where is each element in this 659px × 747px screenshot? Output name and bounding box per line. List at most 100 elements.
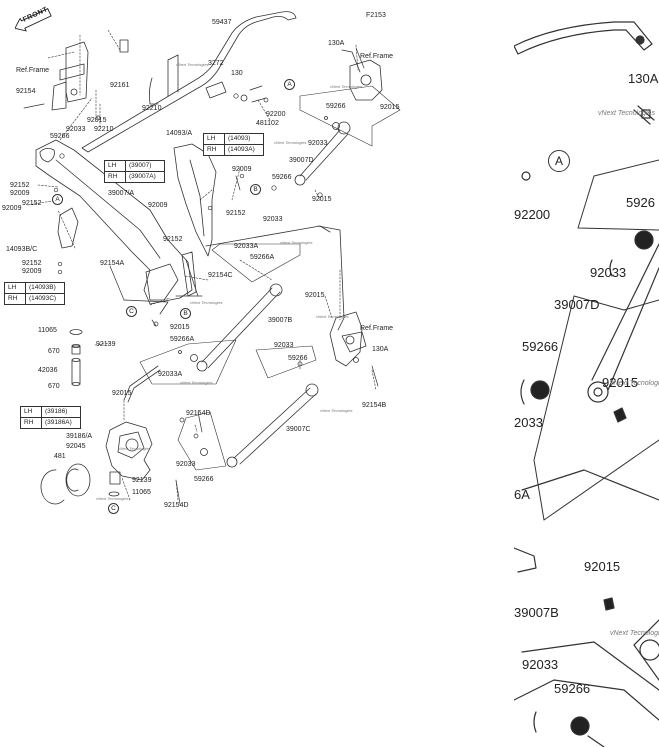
table-14093b-r2-c2: (14093C)	[25, 293, 65, 305]
callout-39007d: 39007D	[289, 157, 314, 164]
ref-marker-b-1: B	[250, 184, 261, 195]
zoom-callout-92033-b: 2033	[514, 415, 543, 430]
callout-92009-e: 92009	[22, 268, 42, 275]
callout-ref-frame-right: Ref.Frame	[360, 325, 394, 332]
watermark-2: vNext Tecnologies	[330, 84, 363, 89]
callout-92210-b: 92210	[94, 126, 114, 133]
rod-39007d	[294, 85, 401, 186]
callout-59266a-top: 59266A	[250, 254, 275, 261]
watermark-1: vNext Tecnologies	[176, 62, 209, 67]
callout-11065-a: 11065	[38, 327, 57, 334]
table-14093-r1-c1: LH	[203, 133, 225, 145]
callout-59266-c: 59266	[272, 174, 292, 181]
zoom-watermark-3: vNext Tecnologies	[610, 630, 659, 637]
small-parts	[53, 93, 323, 439]
table-14093-r1-c2: (14093)	[224, 133, 264, 145]
ref-marker-b-2: B	[180, 308, 191, 319]
callout-92139-b: 92139	[132, 477, 152, 484]
upper-right-mount	[341, 49, 383, 101]
callout-92033a-mid: 92033A	[158, 371, 183, 378]
callout-92033a-top: 92033A	[234, 243, 259, 250]
table-39007-r2-c2: (39007A)	[125, 171, 165, 183]
table-14093: LH(14093) RH(14093A)	[203, 133, 264, 156]
zoom-callout-92015-b: 92015	[584, 559, 621, 574]
zoom-callout-92033-c: 92033	[522, 657, 559, 672]
callout-92015-b: 92015	[312, 196, 332, 203]
table-39007-r2-c1: RH	[104, 171, 126, 183]
callout-11065-b: 11065	[132, 489, 151, 496]
callout-59437: 59437	[212, 19, 232, 26]
table-39186-r2-c1: RH	[20, 417, 42, 429]
callout-3272: 3272	[208, 60, 224, 67]
stabilizer-brackets	[51, 41, 267, 111]
zoom-callout-59266-c: 59266	[554, 681, 591, 696]
callout-92154b: 92154B	[362, 402, 387, 409]
callout-92009-b: 92009	[10, 190, 30, 197]
callout-39007c: 39007C	[286, 426, 311, 433]
callout-39007b: 39007B	[268, 317, 293, 324]
callout-39186a: 39186/A	[66, 433, 93, 440]
zoom-callout-130a: 130A	[628, 71, 659, 86]
zoom-watermark-1: vNext Tecnologies	[598, 110, 655, 117]
callout-130a-top: 130A	[328, 40, 345, 47]
stabilizer-bar	[81, 11, 297, 153]
callout-14093bc: 14093B/C	[6, 246, 38, 253]
callout-92154d-a: 92154D	[186, 410, 211, 417]
watermark-3: vNext Tecnologies	[274, 140, 307, 145]
watermark-4: vNext Tecnologies	[190, 300, 223, 305]
callout-670-b: 670	[48, 383, 60, 390]
zoom-ref-marker-a: A	[548, 150, 570, 172]
zoom-linework	[514, 21, 659, 747]
watermark-9: vNext Tecnologies	[320, 408, 353, 413]
callout-92015-e: 92015	[112, 390, 132, 397]
callout-92152-e: 92152	[22, 260, 42, 267]
zoom-watermark-2: vNext Tecnologies	[610, 380, 659, 387]
table-39007-r1-c2: (39007)	[125, 160, 165, 172]
knuckle-39186-a	[40, 365, 161, 505]
callout-92161: 92161	[110, 82, 130, 89]
watermark-5: vNext Tecnologies	[280, 240, 313, 245]
figure-code: F2153	[366, 12, 386, 19]
callout-ref-frame-left: Ref.Frame	[16, 67, 50, 74]
pivot-stack	[69, 295, 203, 497]
callout-92015-a: 92015	[87, 117, 107, 124]
zoom-callout-6a: 6A	[514, 487, 530, 502]
callout-59266-d: 59266	[288, 355, 308, 362]
table-14093b: LH(14093B) RH(14093C)	[4, 282, 65, 305]
zoom-callout-59266-b: 59266	[522, 339, 559, 354]
callout-92015-d: 92015	[170, 324, 190, 331]
table-39186-r1-c2: (39186)	[41, 406, 81, 418]
diagram-linework	[23, 11, 401, 505]
callout-59266a-mid: 59266A	[170, 336, 195, 343]
front-arrow-icon	[14, 8, 52, 32]
table-39186: LH(39186) RH(39186A)	[20, 406, 81, 429]
callout-59266-e: 59266	[194, 476, 214, 483]
callout-92152-a: 92152	[10, 182, 30, 189]
bolts	[23, 47, 379, 505]
callout-92154d-b: 92154D	[164, 502, 189, 509]
callout-92033-e: 92033	[176, 461, 196, 468]
callout-14093a: 14093/A	[166, 130, 193, 137]
callout-92033-c: 92033	[263, 216, 283, 223]
callout-481102: 481102	[256, 120, 279, 127]
callout-92009-a: 92009	[232, 166, 252, 173]
ref-marker-c-1: C	[126, 306, 137, 317]
callout-481: 481	[54, 453, 66, 460]
callout-92009-c: 92009	[2, 205, 22, 212]
watermark-7: vNext Tecnologies	[316, 314, 349, 319]
callout-92009-d: 92009	[148, 202, 168, 209]
front-direction-tag: FRONT	[12, 6, 52, 34]
watermark-10: vNext Tecnologies	[118, 446, 151, 451]
callout-42036: 42036	[38, 367, 58, 374]
callout-670-a: 670	[48, 348, 60, 355]
table-14093-r2-c1: RH	[203, 144, 225, 156]
leader-lines	[27, 29, 377, 501]
table-14093b-r1-c2: (14093B)	[25, 282, 65, 294]
zoom-callout-39007b: 39007B	[514, 605, 559, 620]
callout-92015-c: 92015	[305, 292, 325, 299]
rear-right-bracket	[205, 225, 367, 367]
watermark-8: vNext Tecnologies	[96, 496, 129, 501]
table-39186-r2-c2: (39186A)	[41, 417, 81, 429]
rod-39007b	[139, 243, 301, 385]
ref-marker-c-2: C	[108, 503, 119, 514]
